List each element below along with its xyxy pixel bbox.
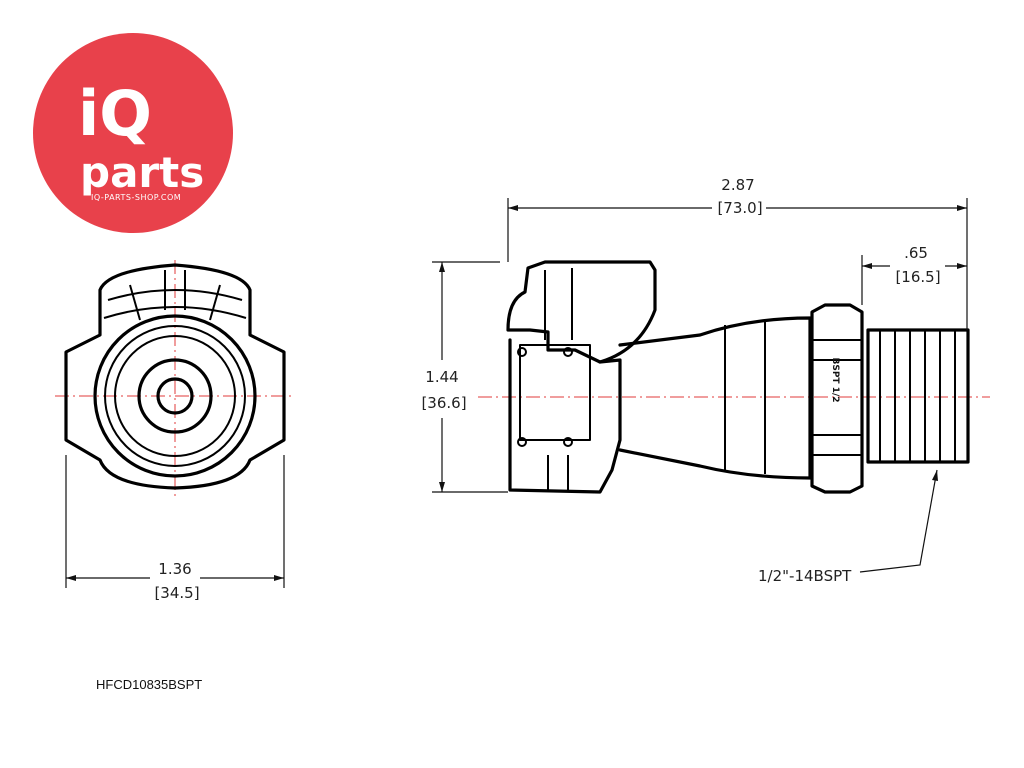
side-length-arrow-left — [508, 205, 518, 211]
front-dim-arrow-right — [274, 575, 284, 581]
front-face-ring-4 — [137, 358, 213, 434]
logo-circle — [33, 33, 233, 233]
side-bolt-1 — [517, 347, 527, 357]
side-latch-ribs — [544, 268, 573, 340]
thread-arrow-right — [957, 263, 967, 269]
front-latch-rib-1 — [129, 284, 141, 321]
front-latch-rib-4 — [209, 284, 221, 321]
side-hex-nut — [810, 303, 864, 494]
thread-arrow-left — [862, 263, 872, 269]
side-latch-housing — [506, 260, 657, 364]
height-arrow-bottom — [439, 482, 445, 492]
side-bolt-4 — [563, 437, 573, 447]
thread-callout: 1/2"-14BSPT — [758, 567, 852, 585]
front-latch-edge-2 — [103, 306, 247, 319]
logo-website: IQ-PARTS-SHOP.COM — [91, 193, 181, 202]
side-head-window — [519, 344, 591, 441]
thread-length-inch: .65 — [904, 244, 928, 262]
side-body-taper — [618, 316, 812, 480]
thread-callout-leader — [859, 469, 938, 573]
logo-brand-parts: parts — [80, 148, 204, 197]
front-face-ring-outer — [93, 314, 257, 478]
side-head-grooves — [547, 455, 569, 490]
iq-parts-logo: iQ parts IQ-PARTS-SHOP.COM — [33, 33, 233, 233]
front-face-ring-3 — [114, 335, 236, 457]
front-view: 1.36 [34.5] — [55, 260, 295, 602]
height-mm: [36.6] — [421, 394, 466, 412]
height-inch: 1.44 — [425, 368, 458, 386]
side-thread-body — [866, 328, 970, 464]
thread-callout-arrow — [932, 470, 938, 481]
side-thread-crests — [879, 330, 956, 462]
side-length-inch: 2.87 — [721, 176, 754, 194]
side-length-arrow-right — [957, 205, 967, 211]
part-number: HFCD10835BSPT — [96, 677, 203, 692]
side-length-mm: [73.0] — [717, 199, 762, 217]
front-bore — [156, 377, 194, 415]
front-width-inch: 1.36 — [158, 560, 191, 578]
front-latch-edge — [107, 289, 243, 301]
side-head-body — [508, 338, 622, 494]
side-bolt-3 — [517, 437, 527, 447]
side-view: BSPT 1/2 2.87 [73.0] .65 [16.5] 1.44 [36… — [421, 176, 990, 585]
front-face-ring-2 — [104, 325, 246, 467]
logo-brand-iq: iQ — [78, 77, 152, 150]
height-arrow-top — [439, 262, 445, 272]
front-width-mm: [34.5] — [154, 584, 199, 602]
side-body-marking: BSPT 1/2 — [830, 357, 840, 402]
front-dim-arrow-left — [66, 575, 76, 581]
side-bolt-2 — [563, 347, 573, 357]
thread-length-mm: [16.5] — [895, 268, 940, 286]
